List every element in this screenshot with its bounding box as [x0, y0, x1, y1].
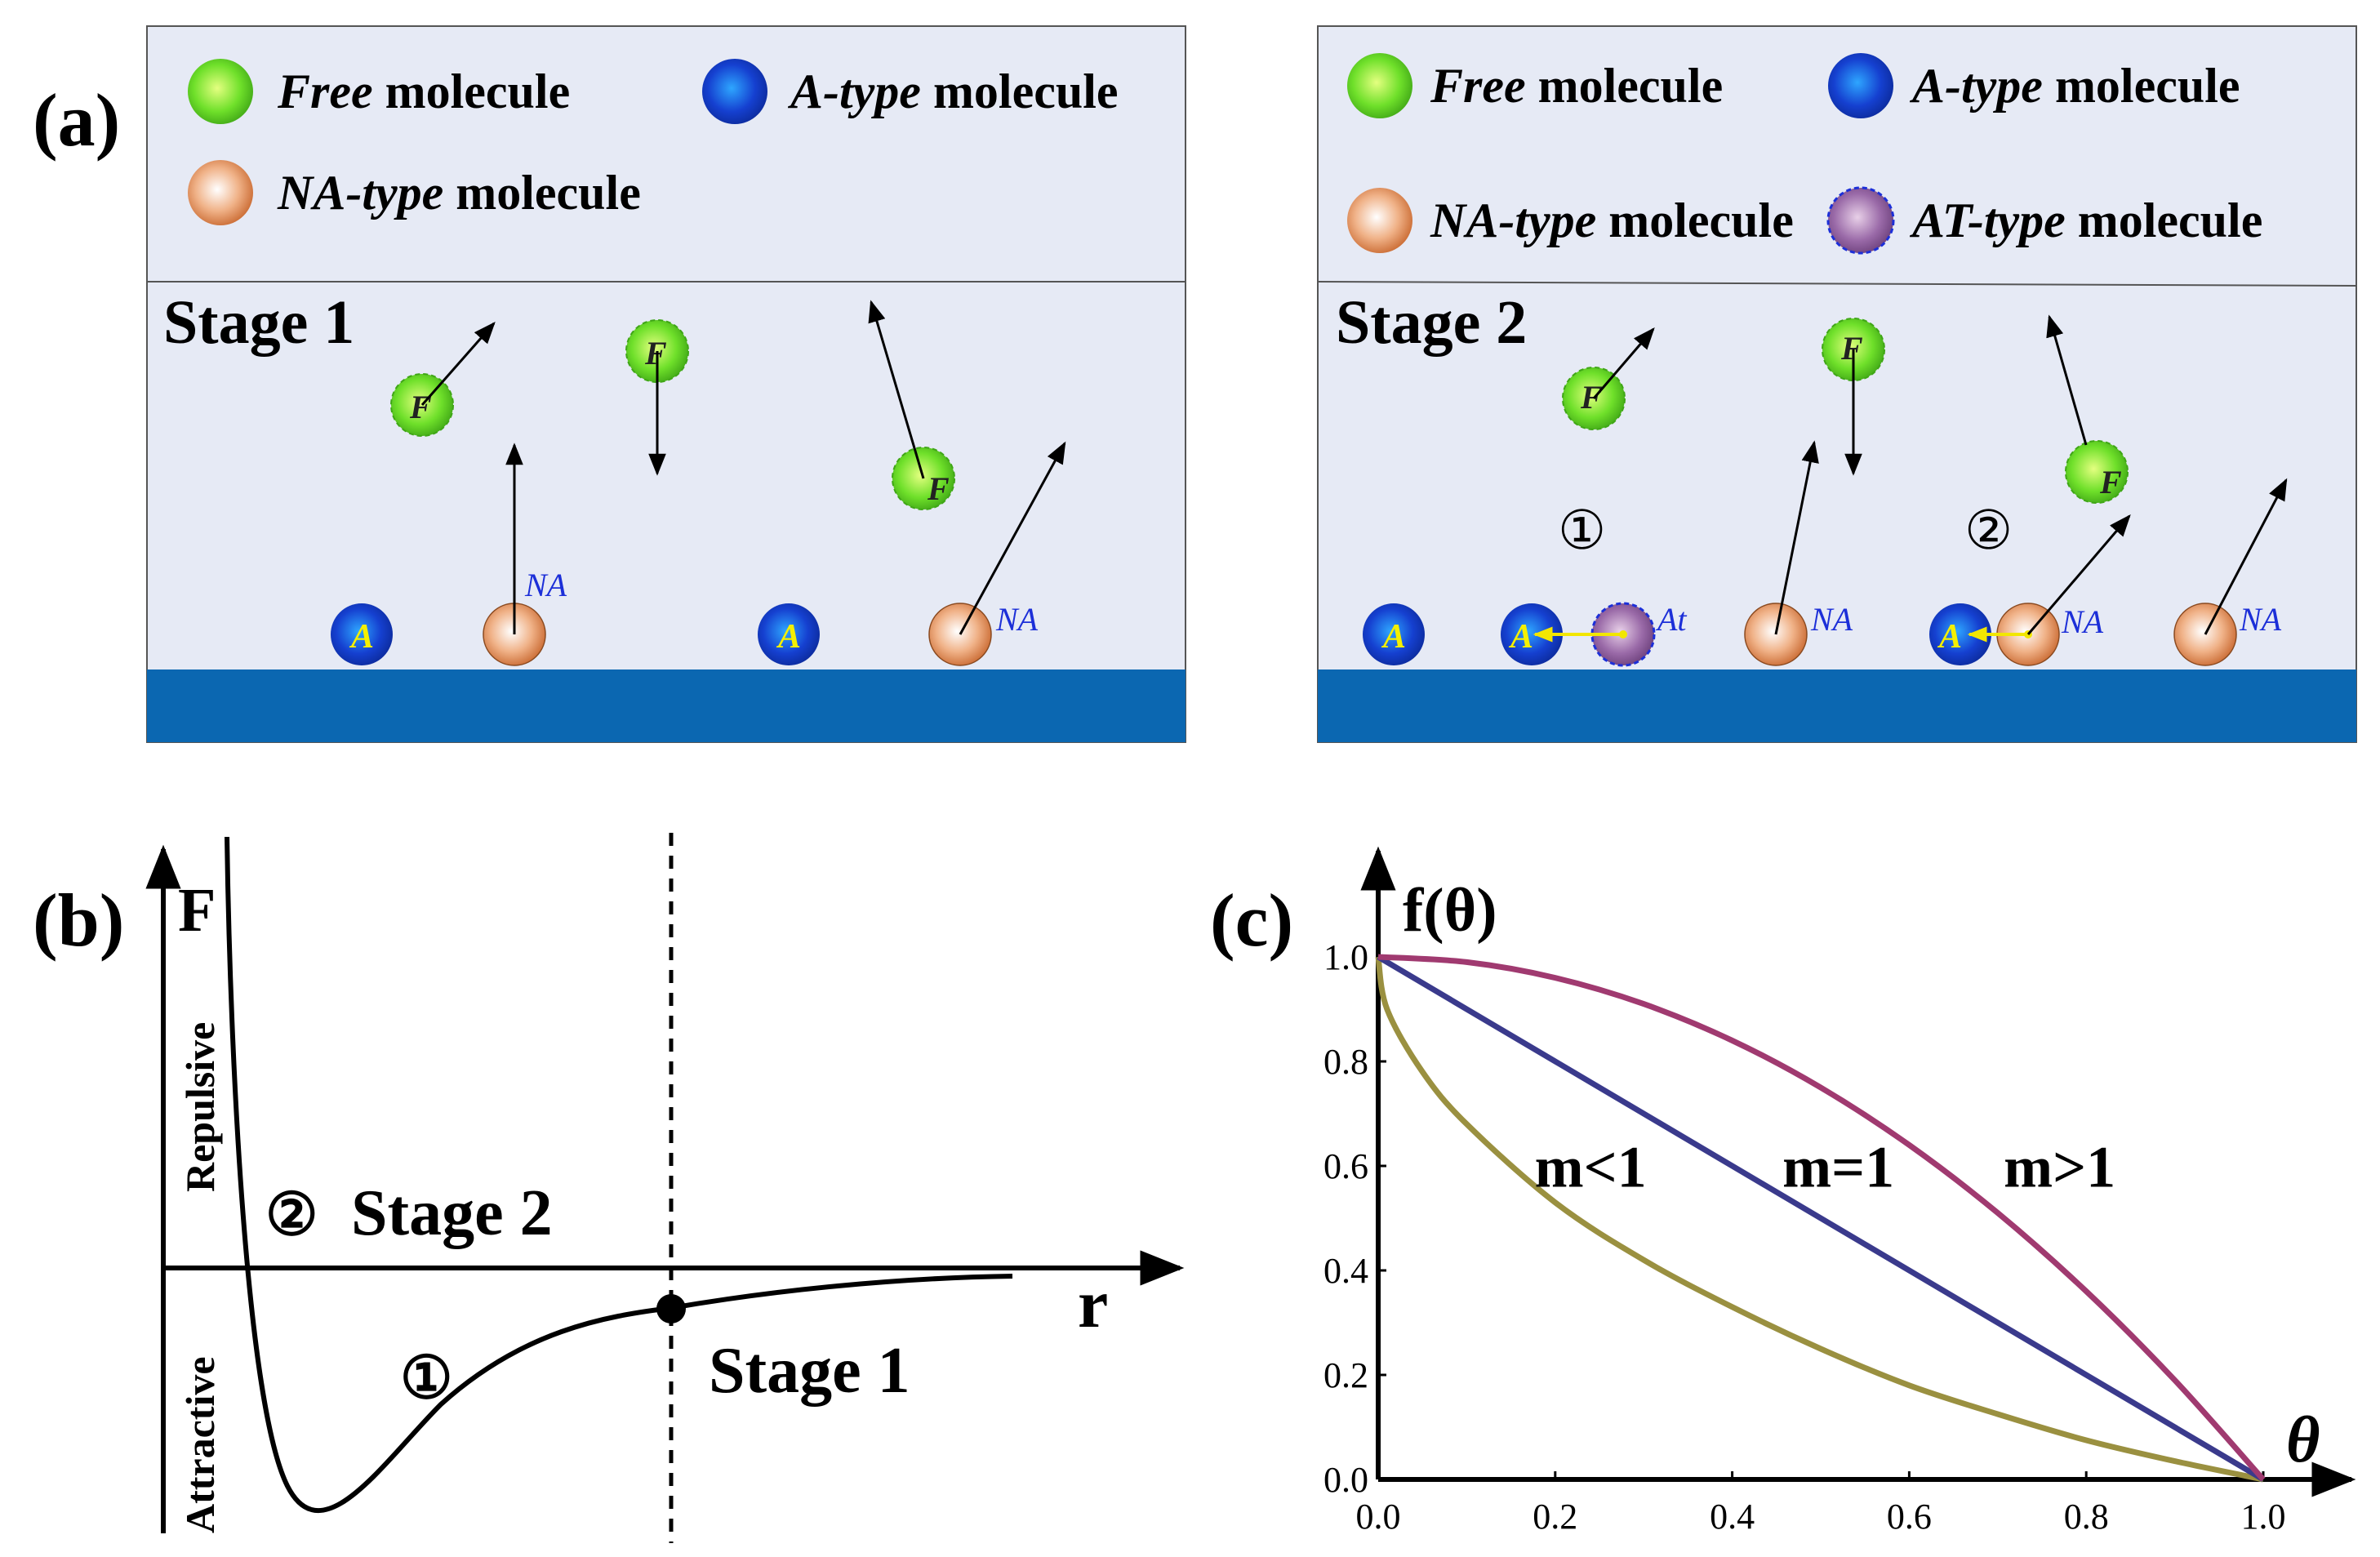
- stage2-label-b: Stage 2: [351, 1177, 553, 1249]
- legend-a-type-label: A-type molecule: [787, 65, 1119, 118]
- stage2-divider: [1317, 281, 2357, 287]
- x-tick-label: 1.0: [2241, 1497, 2286, 1537]
- svg-text:F: F: [1840, 330, 1863, 367]
- marker-2: ②: [1964, 501, 2013, 561]
- chart-series: [1375, 954, 2266, 1483]
- stage1-panel: Free molecule A-type molecule NA-type mo…: [146, 25, 1186, 743]
- x-tick-label: 0.8: [2064, 1497, 2109, 1537]
- stage2-marker-b: ②: [265, 1182, 318, 1248]
- free-molecule: F: [625, 319, 689, 476]
- legend-na-type-icon: [188, 160, 253, 225]
- svg-text:NA: NA: [2239, 601, 2282, 638]
- free-molecule: F: [2046, 314, 2129, 504]
- panel-c-label: (c): [1210, 879, 1293, 962]
- free-molecule: F: [390, 321, 496, 437]
- na-type-molecule: NA: [1744, 440, 1853, 666]
- chart-xlabel: θ: [2286, 1404, 2320, 1476]
- series-label: m>1: [2004, 1135, 2115, 1200]
- chart-ticks: 0.0 0.2 0.4 0.6 0.8 1.0 0.0 0.2 0.4 0.6 0.8 1.0: [1323, 937, 2286, 1537]
- a-type-molecule: A: [758, 603, 820, 665]
- a-type-molecule: A: [331, 603, 393, 665]
- series-line-m<1: [1375, 956, 2264, 1483]
- legend-a-type-icon: [702, 59, 767, 124]
- svg-text:F: F: [1580, 379, 1603, 416]
- na-type-molecule: NA: [2173, 478, 2288, 666]
- legend-free-icon: [188, 59, 253, 124]
- attractive-label: Attractive: [177, 1356, 223, 1533]
- svg-text:A: A: [776, 618, 801, 656]
- x-tick-label: 0.6: [1887, 1497, 1932, 1537]
- y-tick-label: 0.6: [1323, 1146, 1368, 1186]
- svg-text:NA: NA: [524, 567, 567, 603]
- svg-text:NA: NA: [1810, 601, 1853, 638]
- y-tick-label: 1.0: [1323, 937, 1368, 977]
- y-axis-label: F: [178, 876, 216, 945]
- equilibrium-point: [656, 1294, 686, 1323]
- marker-1: ①: [1558, 501, 1606, 561]
- stage1-label-b: Stage 1: [709, 1335, 910, 1407]
- svg-text:F: F: [2099, 464, 2122, 500]
- panel-b: (b) F r Repulsive Attractive ② Stage 2 S…: [33, 833, 1185, 1543]
- marker-1-b: ①: [400, 1346, 453, 1411]
- series-line-m>1: [1377, 954, 2266, 1482]
- series-label: m=1: [1782, 1135, 1894, 1200]
- legend-na-type-label: NA-type molecule: [1430, 194, 1794, 247]
- legend-free-icon: [1347, 53, 1412, 118]
- stage2-title: Stage 2: [1336, 288, 1527, 357]
- legend-at-type-icon: [1826, 186, 1895, 255]
- a-type-molecule: A: [1501, 603, 1563, 665]
- x-axis-label: r: [1078, 1266, 1108, 1342]
- x-tick-label: 0.2: [1533, 1497, 1577, 1537]
- svg-text:At: At: [1655, 601, 1687, 638]
- legend-a-type-label: A-type molecule: [1909, 59, 2240, 113]
- x-tick-label: 0.0: [1356, 1497, 1401, 1537]
- legend-na-type-icon: [1347, 188, 1412, 253]
- series-line-m=1: [1377, 954, 2265, 1483]
- stage2-substrate: [1318, 670, 2356, 742]
- series-label: m<1: [1535, 1135, 1647, 1200]
- svg-text:A: A: [1381, 618, 1406, 656]
- legend-at-type-label: AT-type molecule: [1909, 194, 2262, 247]
- na-type-molecule: NA: [1967, 514, 2131, 666]
- svg-text:NA: NA: [995, 601, 1039, 638]
- legend-a-type-icon: [1828, 53, 1893, 118]
- svg-text:F: F: [409, 389, 432, 425]
- stage1-substrate: [147, 670, 1186, 742]
- svg-text:NA: NA: [2061, 603, 2104, 640]
- at-type-molecule: At: [1533, 601, 1687, 667]
- free-molecule: F: [1822, 318, 1885, 476]
- chart-ylabel: f(θ): [1403, 876, 1497, 945]
- legend-na-type-label: NA-type molecule: [277, 166, 641, 220]
- svg-text:A: A: [349, 618, 374, 656]
- legend-free-label: Free molecule: [1430, 59, 1723, 113]
- na-type-molecule: NA: [928, 441, 1066, 666]
- stage2-panel: Free molecule A-type molecule NA-type mo…: [1317, 25, 2357, 743]
- y-tick-label: 0.0: [1323, 1460, 1368, 1500]
- chart-series-labels: m<1 m=1 m>1: [1535, 1135, 2116, 1200]
- legend-free-label: Free molecule: [277, 65, 570, 118]
- y-tick-label: 0.2: [1323, 1355, 1368, 1395]
- x-tick-label: 0.4: [1710, 1497, 1755, 1537]
- stage1-background: [146, 25, 1186, 743]
- na-type-molecule: NA: [483, 443, 567, 666]
- panel-b-label: (b): [33, 879, 124, 962]
- y-tick-label: 0.4: [1323, 1251, 1368, 1291]
- free-molecule: F: [1562, 327, 1655, 430]
- a-type-molecule: A: [1929, 603, 1991, 665]
- panel-a-label: (a): [33, 78, 120, 162]
- a-type-molecule: A: [1363, 603, 1425, 665]
- repulsive-label: Repulsive: [177, 1022, 223, 1192]
- free-molecule: F: [868, 300, 955, 510]
- svg-text:A: A: [1937, 618, 1962, 656]
- stage1-title: Stage 1: [163, 288, 354, 357]
- y-tick-label: 0.8: [1323, 1042, 1368, 1082]
- svg-text:F: F: [927, 470, 950, 507]
- svg-text:F: F: [644, 335, 667, 371]
- potential-curve: [225, 836, 1013, 1514]
- svg-text:A: A: [1508, 618, 1533, 656]
